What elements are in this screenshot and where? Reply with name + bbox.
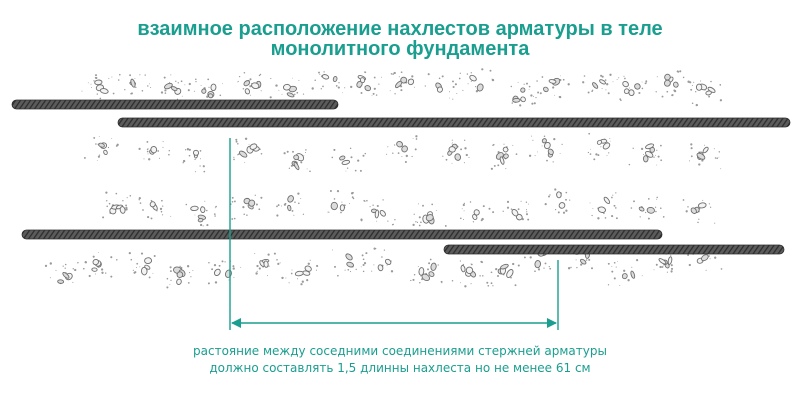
- gravel-cluster: [185, 200, 217, 227]
- rebar-group-top: [11, 99, 791, 128]
- gravel-cluster: [362, 247, 394, 273]
- gravel-cluster: [535, 75, 570, 99]
- gravel-cluster: [458, 68, 495, 93]
- gravel-cluster: [327, 189, 355, 214]
- gravel-cluster: [350, 71, 382, 97]
- gravel-cluster: [687, 80, 723, 107]
- gravel-cluster: [166, 265, 194, 289]
- gravel-cluster: [81, 74, 115, 100]
- gravel-cluster: [283, 149, 311, 173]
- gravel-cluster: [442, 139, 470, 164]
- gravel-cluster: [83, 136, 119, 161]
- gravel-cluster: [459, 201, 495, 223]
- gravel-cluster: [410, 258, 443, 284]
- gravel-cluster: [688, 143, 722, 170]
- gravel-cluster: [412, 203, 447, 227]
- gravel-cluster: [386, 135, 418, 164]
- gravel-cluster: [389, 71, 415, 95]
- gravel-cluster: [160, 74, 191, 100]
- rebar-bar-top-1: [11, 99, 339, 110]
- gravel-cluster: [486, 262, 520, 287]
- gravel-cluster: [490, 143, 518, 170]
- gravel-cluster: [502, 200, 530, 221]
- gravel-cluster: [207, 260, 242, 285]
- gravel-cluster: [628, 143, 663, 166]
- gravel-cluster: [451, 260, 484, 288]
- gravel-cluster: [587, 132, 611, 161]
- gravel-cluster: [360, 199, 396, 226]
- dimension-marker: [229, 138, 559, 330]
- concrete-aggregate: [44, 68, 723, 289]
- gravel-cluster: [682, 199, 716, 224]
- gravel-cluster: [237, 72, 262, 96]
- gravel-cluster: [589, 192, 618, 220]
- gravel-cluster: [285, 259, 319, 286]
- rebar-bar-bottom-1: [21, 229, 663, 240]
- gravel-cluster: [102, 191, 132, 219]
- gravel-cluster: [332, 249, 365, 277]
- gravel-cluster: [82, 252, 118, 278]
- rebar-group-bottom: [21, 229, 785, 255]
- gravel-cluster: [276, 192, 305, 217]
- gravel-cluster: [229, 194, 263, 220]
- gravel-cluster: [269, 77, 305, 104]
- caption-line-2: должно составлять 1,5 длинны нахлеста но…: [209, 361, 591, 375]
- gravel-cluster: [655, 70, 685, 98]
- diagram-title-line-2: монолитного фундамента: [270, 38, 530, 60]
- gravel-cluster: [582, 73, 614, 95]
- rebar-bar-top-2: [117, 117, 791, 128]
- gravel-cluster: [254, 252, 284, 280]
- gravel-cluster: [182, 148, 206, 173]
- gravel-cluster: [510, 80, 538, 107]
- gravel-cluster: [138, 140, 171, 161]
- gravel-cluster: [128, 251, 156, 279]
- diagram-title-line-1: взаимное расположение нахлестов арматуры…: [137, 18, 663, 40]
- gravel-cluster: [44, 262, 79, 285]
- gravel-cluster: [630, 196, 665, 220]
- gravel-cluster: [528, 135, 563, 163]
- gravel-cluster: [117, 73, 152, 95]
- rebar-bar-bottom-2: [443, 244, 785, 255]
- gravel-cluster: [687, 245, 723, 271]
- gravel-cluster: [424, 73, 458, 100]
- gravel-cluster: [311, 71, 346, 94]
- gravel-cluster: [544, 188, 571, 214]
- gravel-cluster: [138, 196, 172, 220]
- gravel-cluster: [331, 147, 367, 172]
- caption-line-1: растояние между соседними соединениями с…: [193, 344, 607, 358]
- gravel-cluster: [616, 75, 648, 102]
- gravel-cluster: [653, 252, 674, 273]
- gravel-cluster: [607, 259, 643, 287]
- gravel-cluster: [233, 137, 263, 163]
